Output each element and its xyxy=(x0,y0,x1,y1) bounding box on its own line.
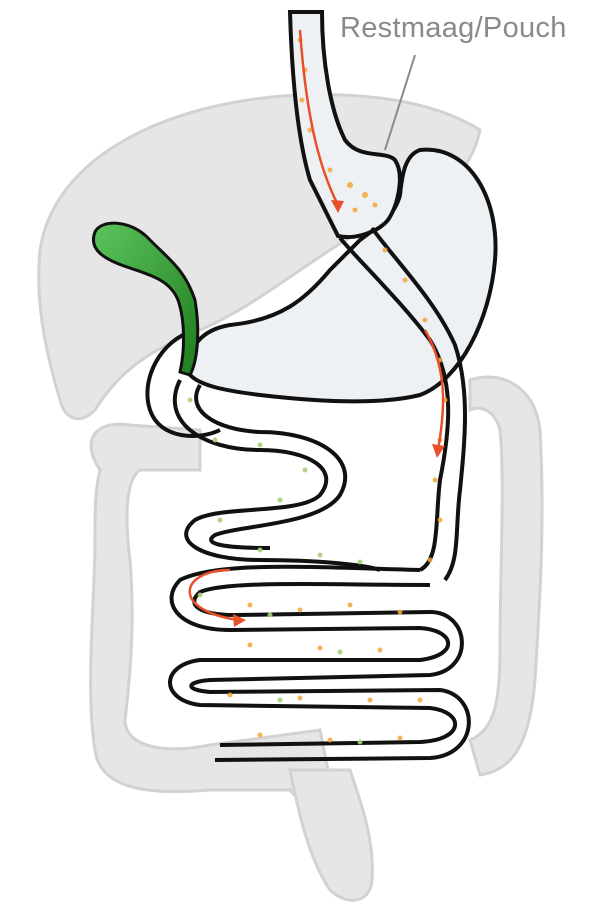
ascending-descending-colon xyxy=(470,377,542,775)
pouch-label: Restmaag/Pouch xyxy=(340,12,567,45)
biliopancreatic-limb xyxy=(175,380,380,570)
rectum xyxy=(290,770,372,900)
common-channel xyxy=(170,567,455,745)
common-channel-inner xyxy=(191,584,469,760)
